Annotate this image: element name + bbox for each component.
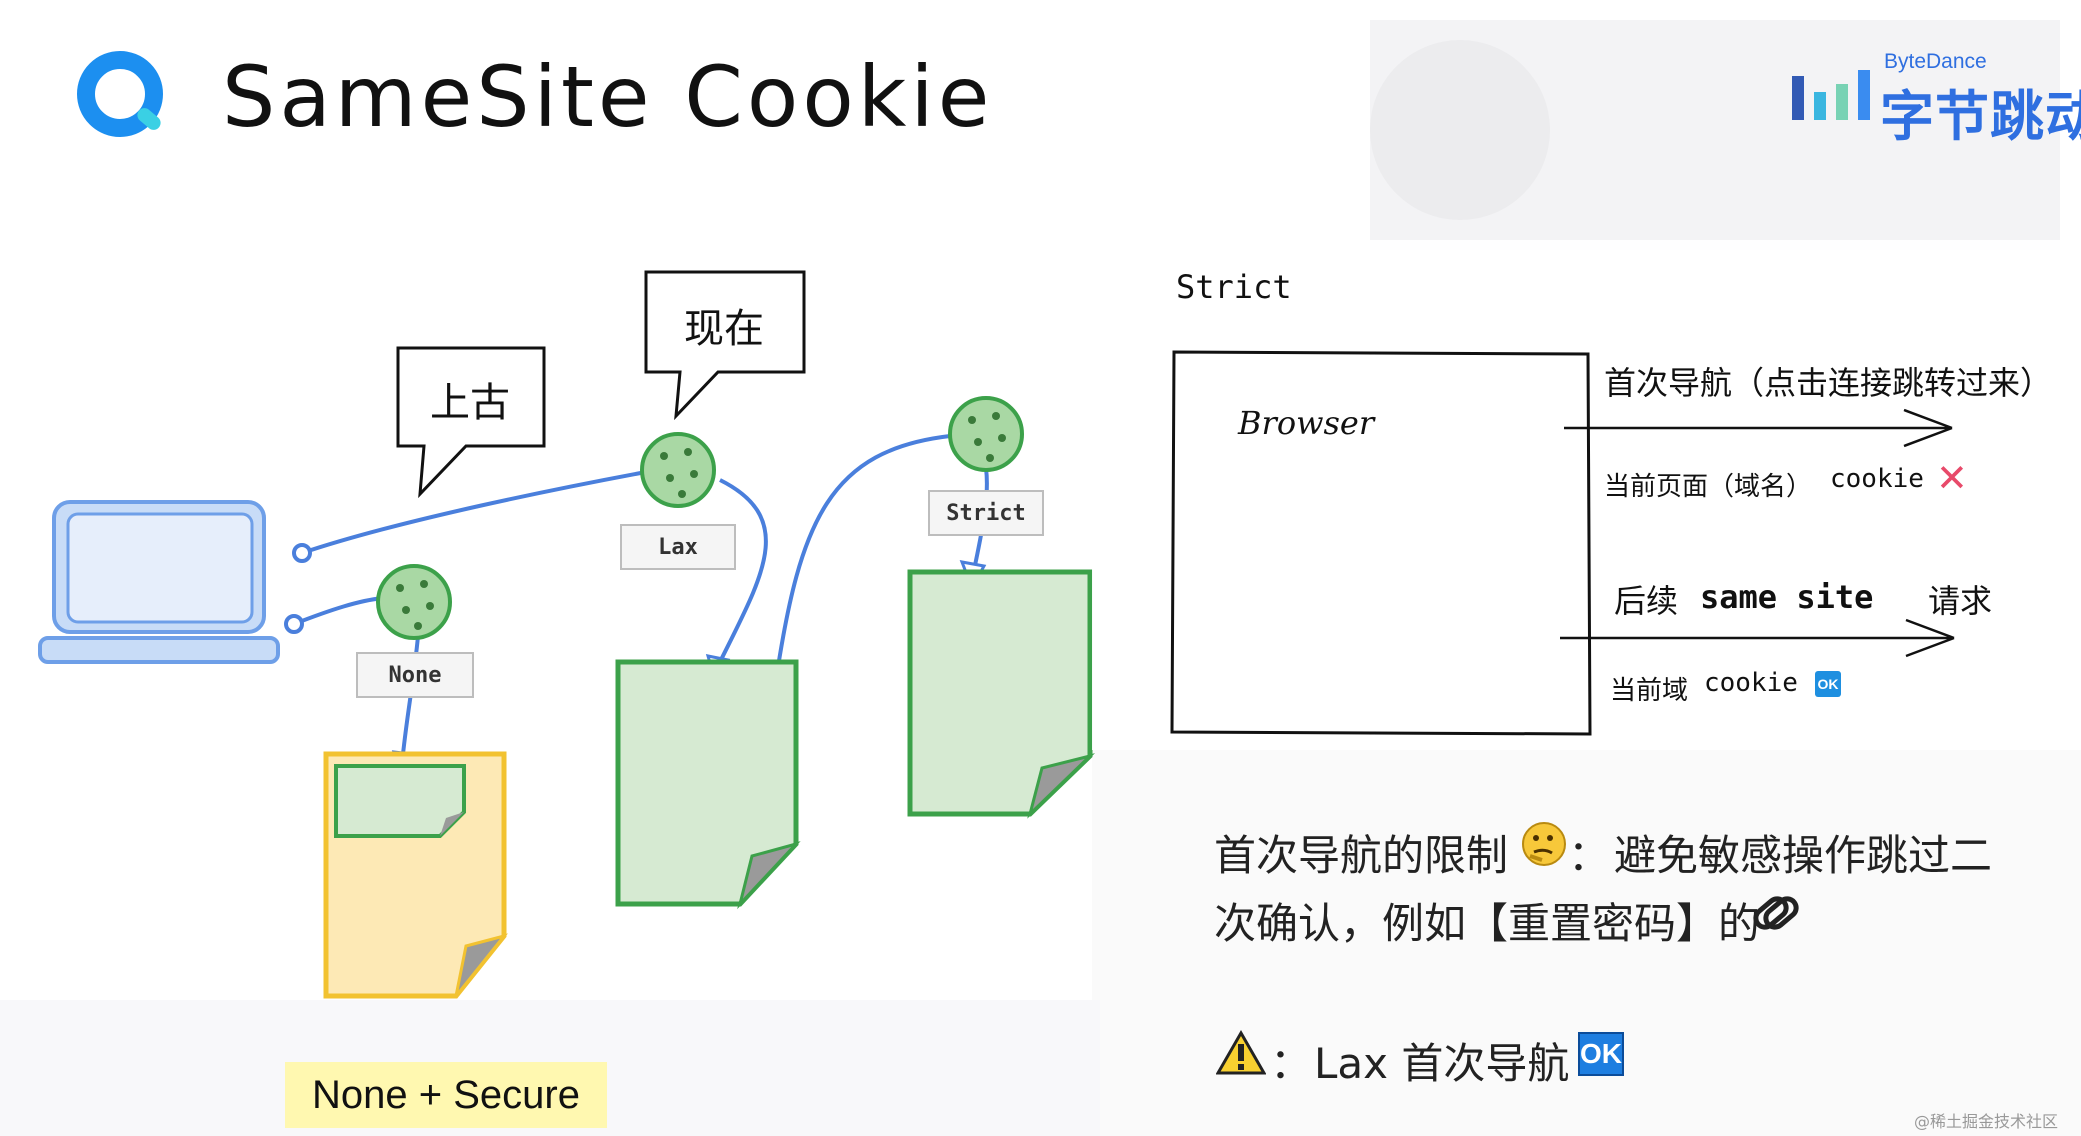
samesite-diagram <box>38 270 1096 999</box>
strict-heading: Strict <box>1176 268 1292 306</box>
current-domain-label: 当前域 <box>1610 676 1689 706</box>
cookie-label-same-site: cookie <box>1704 668 1798 698</box>
bytedance-logo-icon <box>1792 70 1870 120</box>
link-line-lax <box>301 470 647 555</box>
thinking-face-icon <box>1522 822 1566 866</box>
document-none <box>323 751 509 999</box>
lax-first-nav-label: Lax 首次导航 <box>1314 1039 1570 1088</box>
note-line-1-rest: 避免敏感操作跳过二 <box>1614 831 1993 880</box>
bubble-past-text: 上古 <box>430 380 510 426</box>
follow-up-label: 后续 <box>1614 582 1679 620</box>
warning-icon <box>1216 1030 1266 1075</box>
strict-flow-diagram <box>1170 350 1955 736</box>
note-line-2: 次确认，例如【重置密码】的 <box>1214 899 1761 948</box>
connector-dot <box>292 543 312 563</box>
brand-name-zh: 字节跳动 <box>1880 85 2081 148</box>
connector-dot <box>284 614 304 634</box>
app-logo-icon <box>77 51 163 137</box>
cookie-icon-lax <box>640 432 716 508</box>
link-line-lax-doc <box>714 478 768 671</box>
bubble-now-text: 现在 <box>684 306 764 352</box>
link-line-none-doc <box>400 635 420 765</box>
cookie-icon-none <box>376 564 452 640</box>
bubble-past <box>396 346 546 499</box>
note-separator: ： <box>1568 831 1611 880</box>
arrow-first-nav <box>1564 408 1953 448</box>
strict-panel <box>1092 240 2081 750</box>
laptop-icon <box>38 500 280 664</box>
cookie-icon-strict <box>948 396 1024 472</box>
link-icon <box>1753 896 1799 930</box>
browser-box <box>1170 350 1592 736</box>
cookie-label-first-nav: cookie <box>1830 464 1924 494</box>
first-navigation-label: 首次导航（点击连接跳转过来） <box>1604 364 2053 402</box>
link-line-none <box>293 596 385 626</box>
tag-strict: Strict <box>928 490 1044 536</box>
page-title: SameSite Cookie <box>222 48 994 146</box>
ok-icon-small: OK <box>1815 671 1841 697</box>
note-line-1: 首次导航的限制 <box>1214 831 1509 880</box>
same-site-label: same site <box>1700 578 1874 616</box>
browser-label: Browser <box>1238 404 1375 442</box>
warning-separator: ： <box>1270 1039 1313 1088</box>
cross-icon: ✕ <box>1936 456 1968 500</box>
tag-none: None <box>356 652 474 698</box>
arrow-same-site <box>1560 618 1955 658</box>
link-line-strict <box>774 434 951 681</box>
tag-lax: Lax <box>620 524 736 570</box>
bubble-now <box>644 270 806 421</box>
current-page-label: 当前页面（域名） <box>1604 472 1813 502</box>
document-lax <box>615 659 801 910</box>
brand-name-en: ByteDance <box>1884 50 1987 73</box>
credit-text: @稀土掘金技术社区 <box>1914 1112 2059 1131</box>
none-secure-label: None + Secure <box>285 1062 607 1128</box>
request-label: 请求 <box>1928 582 1993 620</box>
document-strict <box>907 569 1096 819</box>
ok-icon-large: OK <box>1578 1032 1624 1076</box>
